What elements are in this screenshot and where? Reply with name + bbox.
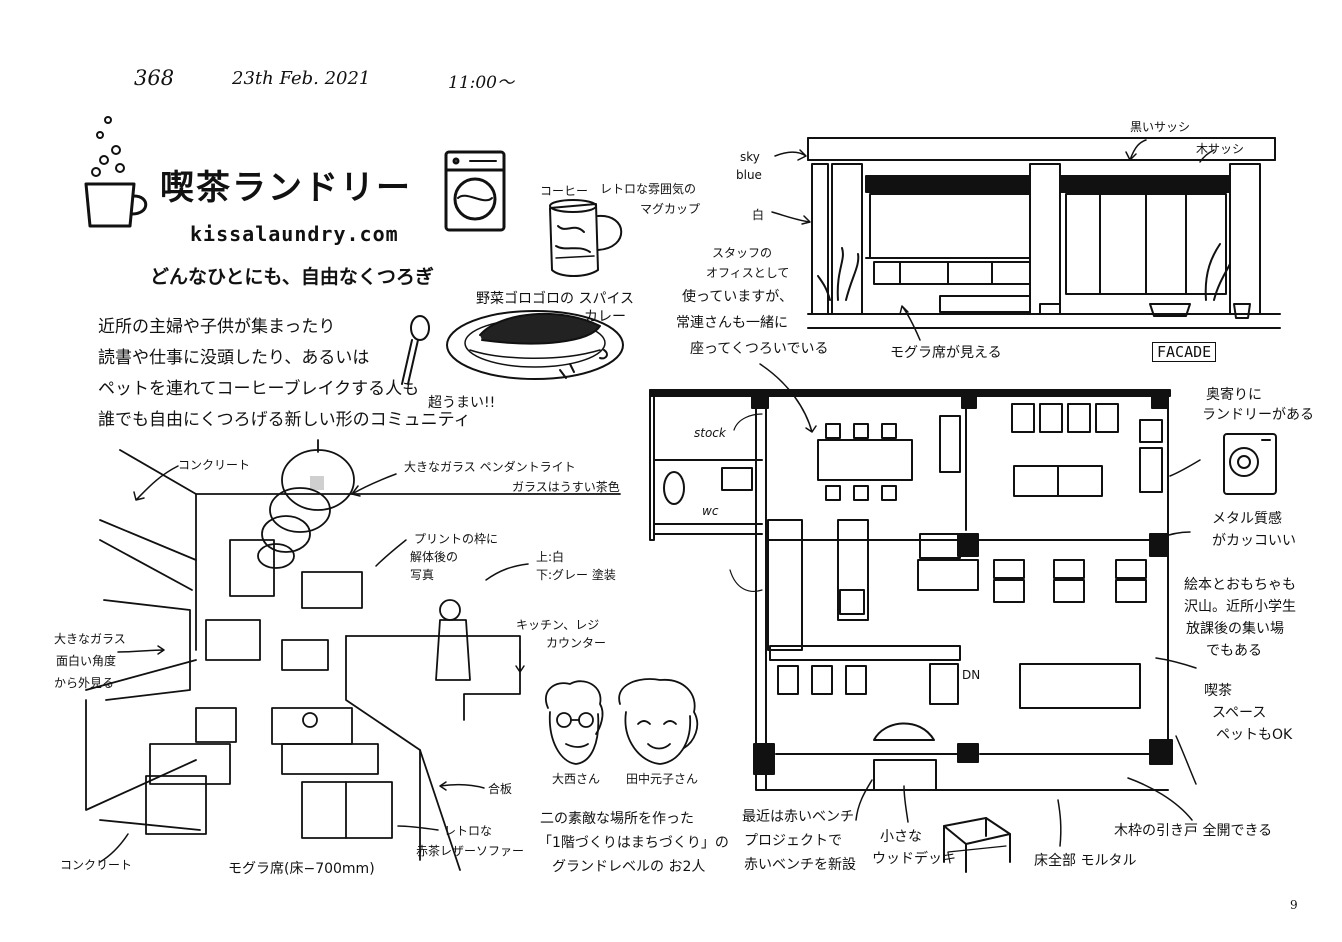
floor-plan-drawing [649, 389, 1173, 791]
facade-white: 白 [752, 208, 765, 222]
interior-glass-1: 大きなガラス [54, 632, 126, 646]
plan-deck-1: 小さな [880, 829, 922, 845]
plan-door: 木枠の引き戸 全開できる [1114, 823, 1273, 839]
plan-cafe-3: ペットもOK [1216, 727, 1293, 743]
interior-wall-1: 上:白 [536, 550, 565, 564]
mug-label-coffee: コーヒー [540, 184, 589, 198]
interior-sofa-1: レトロな [444, 824, 493, 838]
sketch-date: 23th Feb. 2021 [232, 68, 371, 89]
intro-line-1: 近所の主婦や子供が集まったり [98, 317, 336, 337]
tagline: どんなひとにも、自由なくつろぎ [150, 266, 434, 288]
plan-books-1: 絵本とおもちゃも [1184, 577, 1296, 593]
plan-cafe-2: スペース [1212, 705, 1267, 721]
interior-kitchen-1: キッチン、レジ [516, 618, 600, 632]
plan-staff-5: 座ってくつろいでいる [690, 341, 829, 357]
plan-stock: stock [694, 426, 726, 440]
interior-print-1: プリントの枠に [414, 532, 499, 546]
interior-pendant-1: 大きなガラス ペンダントライト [404, 460, 576, 474]
coffee-cup-icon [84, 116, 148, 228]
logo-name: 喫茶ランドリー [160, 168, 412, 208]
interior-arrows [99, 465, 529, 863]
plan-staff-3: 使っていますが、 [682, 289, 794, 305]
facade-mogura: モグラ席が見える [890, 345, 1002, 361]
interior-drawing [85, 439, 621, 871]
intro-line-2: 読書や仕事に没頭したり、あるいは [98, 348, 370, 368]
wood-deck-drawing [943, 817, 1011, 873]
plan-bench-3: 赤いベンチを新設 [744, 857, 856, 873]
plan-wc: wc [702, 504, 719, 518]
facade-title: FACADE [1152, 342, 1217, 362]
plan-laundry-1: 奥寄りに [1206, 387, 1262, 403]
plan-books-2: 沢山。近所小学生 [1184, 599, 1296, 615]
interior-glass-2: 面白い角度 [56, 654, 117, 668]
plan-staff-1: スタッフの [712, 246, 773, 260]
interior-sofa-2: 赤茶レザーソファー [416, 844, 525, 858]
mug-label-mugcup: マグカップ [640, 202, 701, 216]
plan-arrows [759, 363, 1201, 847]
interior-pendant-2: ガラスはうすい茶色 [512, 480, 620, 494]
interior-wall-2: 下:グレー 塗装 [536, 568, 616, 582]
intro-line-4: 誰でも自由にくつろげる新しい形のコミュニティ [98, 410, 471, 430]
interior-concrete-top: コンクリート [178, 458, 251, 472]
people-caption-1: 二の素敵な場所を作った [540, 811, 694, 827]
person-1-name: 大西さん [552, 772, 601, 786]
plan-metal-2: がカッコいい [1212, 533, 1296, 549]
plan-staff-2: オフィスとして [706, 266, 790, 280]
curry-label-2: カレー [584, 309, 626, 325]
plan-dn: DN [962, 668, 981, 682]
facade-drawing [807, 137, 1281, 329]
sketch-time: 11:00～ [448, 73, 514, 93]
curry-label: 野菜ゴロゴロの スパイス [476, 291, 635, 307]
interior-print-3: 写真 [410, 568, 435, 582]
interior-kitchen-2: カウンター [546, 636, 607, 650]
logo-url: kissalaundry.com [190, 222, 399, 246]
metal-washer-drawing [1223, 433, 1277, 495]
mug-label-retro: レトロな雰囲気の [600, 182, 697, 196]
plan-cafe-1: 喫茶 [1204, 683, 1232, 699]
curry-plate-drawing [401, 310, 624, 385]
plan-deck-2: ウッドデッキ [872, 851, 956, 867]
plan-books-4: でもある [1206, 643, 1262, 659]
plan-bench-1: 最近は赤いベンチ [742, 809, 854, 825]
plan-staff-4: 常連さんも一緒に [676, 315, 788, 331]
interior-mogura-seat: モグラ席(床−700mm) [228, 861, 375, 877]
plan-laundry-2: ランドリーがある [1202, 407, 1314, 423]
interior-print-2: 解体後の [410, 550, 459, 564]
facade-wood-sash: 木サッシ [1196, 142, 1245, 156]
curry-comment: 超うまい!! [428, 395, 496, 411]
interior-concrete-bottom: コンクリート [60, 858, 133, 872]
facade-black-sash: 黒いサッシ [1130, 120, 1191, 134]
sketch-number: 368 [134, 66, 175, 90]
plan-metal-1: メタル質感 [1212, 511, 1282, 527]
page-number: 9 [1290, 898, 1298, 912]
people-caption-3: グランドレベルの お2人 [552, 859, 706, 875]
intro-line-3: ペットを連れてコーヒーブレイクする人も [98, 379, 420, 399]
facade-sky: sky [740, 150, 760, 164]
interior-plywood: 合板 [488, 782, 513, 796]
interior-glass-3: から外見る [54, 676, 115, 690]
people-drawing [545, 678, 699, 765]
person-2-name: 田中元子さん [626, 772, 699, 786]
people-caption-2: 「1階づくりはまちづくり」の [538, 835, 729, 851]
plan-bench-2: プロジェクトで [744, 833, 842, 849]
facade-blue: blue [736, 168, 762, 182]
plan-books-3: 放課後の集い場 [1186, 621, 1284, 637]
facade-arrows [771, 139, 1215, 341]
plan-floor: 床全部 モルタル [1034, 853, 1137, 869]
washing-machine-icon [444, 150, 506, 232]
retro-mug-drawing [549, 199, 623, 277]
